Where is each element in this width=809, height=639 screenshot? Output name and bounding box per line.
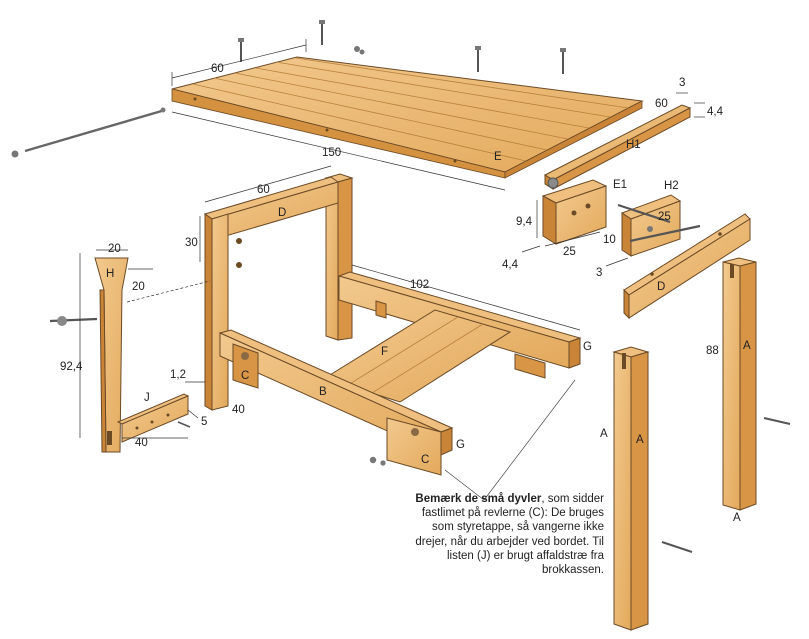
label-part-f: F xyxy=(381,346,388,358)
j-dimensions xyxy=(122,381,205,439)
part-d-right xyxy=(623,213,751,320)
dim-h2-depth: 10 xyxy=(603,234,616,246)
d-dimensions xyxy=(199,165,332,262)
label-part-a2: A xyxy=(636,434,644,446)
dim-h-neck: 20 xyxy=(132,281,145,293)
bolt-heads xyxy=(238,20,566,55)
label-part-e: E xyxy=(494,151,502,163)
dim-h1-len: 60 xyxy=(655,98,668,110)
dim-e1-thick: 4,4 xyxy=(502,259,519,271)
label-part-j: J xyxy=(144,392,150,404)
dim-e1-height: 9,4 xyxy=(516,216,533,228)
dim-top-length: 150 xyxy=(322,147,341,159)
dim-d-width: 60 xyxy=(257,184,270,196)
part-h2 xyxy=(617,194,701,257)
assembly-note: Bemærk de små dyvler, som sidder fastlim… xyxy=(398,492,604,577)
label-part-e1: E1 xyxy=(613,179,627,191)
dim-d-height: 30 xyxy=(185,237,198,249)
dim-b-len: 102 xyxy=(410,279,429,291)
note-lead: Bemærk de små dyvler xyxy=(415,493,542,505)
dim-c-len: 40 xyxy=(232,404,245,416)
note-rest: , som sidder fastlimet på revlerne (C): … xyxy=(415,493,604,577)
dim-e1-width: 25 xyxy=(563,246,576,258)
label-part-a3: A xyxy=(600,428,608,440)
dim-j-thick: 1,2 xyxy=(170,369,186,381)
h2-dimensions xyxy=(605,257,629,267)
label-part-d-right: D xyxy=(657,281,665,293)
threaded-rod xyxy=(11,107,166,158)
dim-h1-height: 4,4 xyxy=(707,106,724,118)
leg-bolts xyxy=(661,417,791,553)
leg-a-back-right xyxy=(722,257,757,511)
top-bolts xyxy=(240,22,564,74)
label-part-c1: C xyxy=(241,370,249,382)
label-part-h: H xyxy=(106,268,114,280)
callout-lines xyxy=(444,379,576,501)
label-part-d-left: D xyxy=(278,207,286,219)
top-dimensions xyxy=(171,39,506,191)
label-part-a4: A xyxy=(733,512,741,524)
part-h xyxy=(49,257,129,453)
dim-top-depth: 60 xyxy=(211,63,224,75)
left-frame xyxy=(203,173,354,411)
dim-h2-width: 25 xyxy=(658,211,671,223)
part-e1 xyxy=(541,177,608,245)
dim-j-end: 5 xyxy=(201,416,207,428)
label-part-g-rear: G xyxy=(583,341,592,353)
dim-h-top: 20 xyxy=(108,243,121,255)
dim-h2-thick: 3 xyxy=(596,267,602,279)
h-dimensions xyxy=(79,249,211,438)
label-part-h2: H2 xyxy=(664,180,679,192)
dim-j-len: 40 xyxy=(135,437,148,449)
h1-dimensions xyxy=(676,92,705,118)
dim-h1-thick: 3 xyxy=(679,77,685,89)
label-part-h1: H1 xyxy=(626,139,641,151)
label-part-a1: A xyxy=(743,340,751,352)
nuts xyxy=(369,456,386,466)
b-dimension xyxy=(351,264,581,331)
front-rail-b xyxy=(218,329,454,476)
e1-dimensions xyxy=(521,200,601,253)
dim-a-height: 88 xyxy=(706,345,719,357)
label-part-g-front: G xyxy=(456,439,465,451)
label-part-b: B xyxy=(319,386,327,398)
part-j xyxy=(116,393,191,443)
table-top-e xyxy=(171,56,644,179)
label-part-c2: C xyxy=(421,454,429,466)
leg-a-front-right xyxy=(612,346,650,631)
dim-h-height: 92,4 xyxy=(60,361,83,373)
